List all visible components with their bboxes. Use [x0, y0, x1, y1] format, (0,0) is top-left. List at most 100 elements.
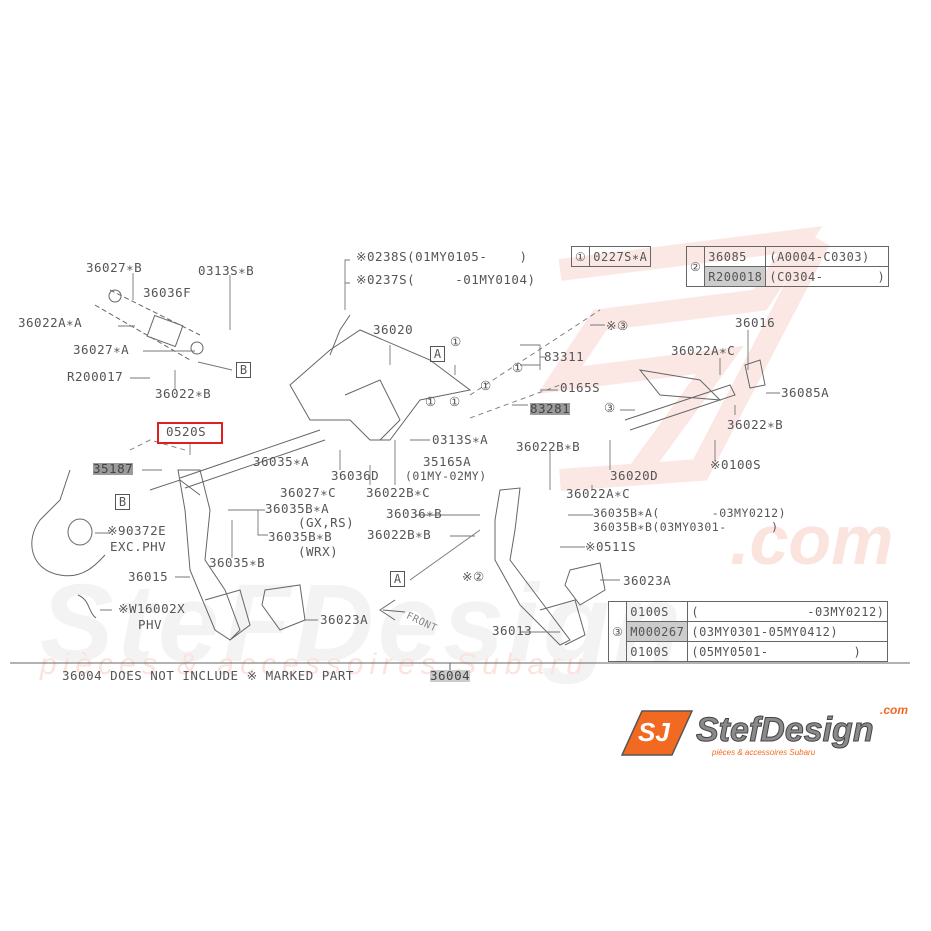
- part-number: 0227S∗A: [589, 246, 652, 267]
- watermark-tagline: pièces & accessoires Subaru: [40, 648, 589, 681]
- assembly-number[interactable]: 36004: [430, 668, 471, 683]
- label-83311: 83311: [544, 349, 585, 364]
- label-36035BA-range: 36035B∗A( -03MY0212): [593, 506, 787, 520]
- ref-table-2: ② 36085(A0004-C0303) R200018(C0304- ): [685, 246, 890, 287]
- label-phv: PHV: [138, 617, 163, 632]
- label-36022AC: 36022A∗C: [671, 343, 736, 358]
- label-36085A: 36085A: [781, 385, 830, 400]
- label-36022AA: 36022A∗A: [18, 315, 83, 330]
- label-36016: 36016: [735, 315, 776, 330]
- part-number: 0100S: [626, 601, 689, 622]
- brake-pedal-arm: [494, 487, 586, 646]
- label-ref3-marked: ※③: [606, 318, 629, 333]
- part-number: M000267: [626, 621, 689, 642]
- label-36022B: 36022∗B: [727, 417, 784, 432]
- part-range: (03MY0301-05MY0412): [687, 621, 889, 642]
- label-36022AC: 36022A∗C: [566, 486, 631, 501]
- watermark-brand: SteFDesign: [40, 562, 686, 685]
- part-number: R200018: [704, 266, 767, 287]
- clutch-cable: [31, 469, 106, 577]
- brake-bracket-36016: [624, 359, 766, 431]
- label-0511S: ※0511S: [585, 539, 637, 554]
- label-36035BB: 36035B∗B: [268, 529, 333, 544]
- label-36020: 36020: [373, 322, 414, 337]
- logo-mark-text: SJ: [638, 717, 670, 747]
- logo-brand: StefDesign: [696, 711, 875, 750]
- pedal-bracket: [289, 314, 472, 441]
- ref-1: ①: [480, 378, 492, 393]
- label-01my-02my: (01MY-02MY): [405, 469, 487, 483]
- label-wrx: (WRX): [298, 544, 339, 559]
- ref-box-A: A: [390, 571, 405, 587]
- part-range: (A0004-C0303): [765, 246, 890, 267]
- label-36022BB: 36022B∗B: [516, 439, 581, 454]
- ref-table-3: ③ 0100S( -03MY0212) M000267(03MY0301-05M…: [607, 601, 889, 662]
- label-0313SA: 0313S∗A: [432, 432, 489, 447]
- label-36036D: 36036D: [331, 468, 380, 483]
- part-number: 0100S: [626, 641, 689, 662]
- clip-W16002X: [77, 594, 97, 619]
- logo-domain: .com: [880, 703, 909, 717]
- label-36027C: 36027∗C: [280, 485, 337, 500]
- highlight-box: [157, 422, 223, 444]
- label-36023A: 36023A: [320, 612, 369, 627]
- label-36035BA: 36035B∗A: [265, 501, 330, 516]
- pivot-shaft: [179, 429, 326, 489]
- label-W16002X[interactable]: ※W16002X: [118, 601, 186, 616]
- ref-box-B: B: [236, 362, 251, 378]
- leader-lines: [95, 259, 780, 633]
- label-36022B: 36022∗B: [155, 386, 212, 401]
- label-ref2-marked: ※②: [462, 569, 485, 584]
- label-36035B: 36035∗B: [209, 555, 266, 570]
- label-36035A: 36035∗A: [253, 454, 310, 469]
- part-range: (C0304- ): [765, 266, 890, 287]
- label-exc-phv: EXC.PHV: [110, 539, 167, 554]
- label-36036F: 36036F: [143, 285, 192, 300]
- label-36015: 36015: [128, 569, 169, 584]
- label-0313SB: 0313S∗B: [198, 263, 255, 278]
- label-90372E: ※90372E: [107, 523, 167, 538]
- label-36022BC: 36022B∗C: [366, 485, 431, 500]
- ref-number: ③: [607, 601, 628, 662]
- ref-1: ①: [449, 394, 461, 409]
- ref-box-A: A: [430, 346, 445, 362]
- label-83281[interactable]: 83281: [530, 401, 571, 416]
- grommet-90372E: [67, 518, 93, 546]
- label-36013: 36013: [492, 623, 533, 638]
- ref-1: ①: [450, 334, 462, 349]
- front-arrow: [379, 599, 406, 621]
- label-36022BB: 36022B∗B: [367, 527, 432, 542]
- label-35187[interactable]: 35187: [93, 461, 134, 476]
- logo-mark: [620, 710, 694, 756]
- logo-tagline: pièces & accessoires Subaru: [712, 748, 816, 757]
- ref-number: ②: [685, 246, 706, 287]
- watermark-domain: .com: [730, 501, 894, 579]
- pedal-pad-36023A-left: [261, 584, 306, 631]
- label-36027A: 36027∗A: [73, 342, 130, 357]
- label-0100S: ※0100S: [710, 457, 762, 472]
- pedal-pad-36023A-right: [564, 562, 606, 606]
- label-35165A: 35165A: [423, 454, 472, 469]
- ref-number: ①: [570, 246, 591, 267]
- assist-spring-assembly: [94, 289, 204, 361]
- part-number: 36085: [704, 246, 767, 267]
- label-36036B: 36036∗B: [386, 506, 443, 521]
- label-36035BB-range: 36035B∗B(03MY0301- ): [593, 520, 779, 534]
- label-0237S: ※0237S( -01MY0104): [356, 272, 536, 287]
- ref-1: ①: [512, 360, 524, 375]
- label-36020D: 36020D: [610, 468, 659, 483]
- label-0520S[interactable]: 0520S: [166, 424, 207, 439]
- ref-1: ①: [425, 394, 437, 409]
- label-R200017: R200017: [67, 369, 124, 384]
- label-0238S: ※0238S(01MY0105- ): [356, 249, 528, 264]
- clutch-pedal-arm: [149, 469, 251, 641]
- footer-note: 36004 DOES NOT INCLUDE ※ MARKED PART: [62, 668, 354, 683]
- label-0165S: 0165S: [560, 380, 601, 395]
- part-range: (05MY0501- ): [687, 641, 889, 662]
- label-36023A: 36023A: [623, 573, 672, 588]
- label-gx-rs: (GX,RS): [298, 515, 355, 530]
- ref-box-B: B: [115, 494, 130, 510]
